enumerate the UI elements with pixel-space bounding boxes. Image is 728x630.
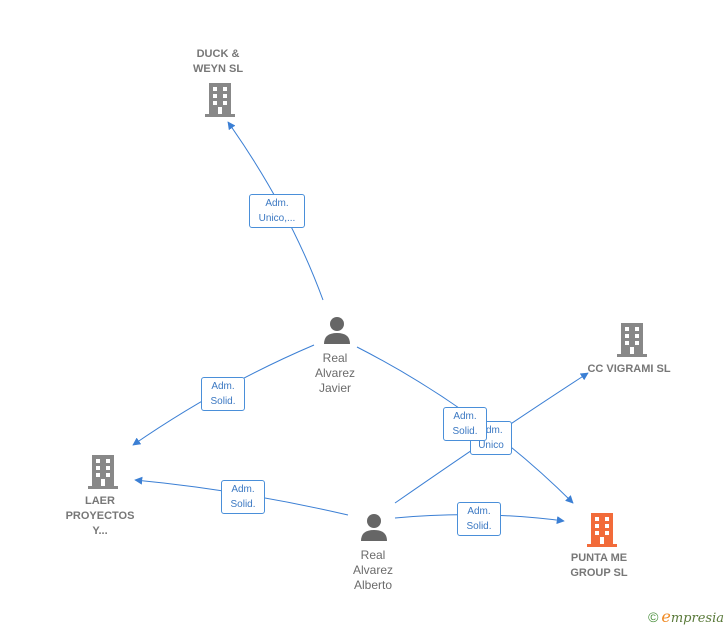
brand-name: mpresia	[670, 611, 724, 626]
brand-initial: e	[661, 607, 671, 626]
person-icon[interactable]	[323, 316, 351, 344]
building-icon[interactable]	[617, 323, 647, 357]
role-label[interactable]: Adm. Solid.	[201, 377, 245, 411]
brand-footer: ©empresia	[648, 607, 724, 626]
person-label-javier[interactable]: Real Alvarez Javier	[314, 351, 356, 395]
company-label-duck[interactable]: DUCK & WEYN SL	[192, 48, 244, 75]
role-label[interactable]: Adm. Solid.	[221, 480, 265, 514]
building-icon[interactable]	[205, 83, 235, 117]
person-label-alberto[interactable]: Real Alvarez Alberto	[352, 548, 394, 592]
role-label[interactable]: Adm. Solid.	[457, 502, 501, 536]
role-label[interactable]: Adm. Unico,...	[249, 194, 305, 228]
company-label-vigrami[interactable]: CC VIGRAMI SL	[587, 363, 671, 375]
role-label[interactable]: Adm. Solid.	[443, 407, 487, 441]
company-label-punta[interactable]: PUNTA ME GROUP SL	[570, 552, 628, 579]
copyright-symbol: ©	[648, 609, 659, 625]
building-icon[interactable]	[88, 455, 118, 489]
person-icon[interactable]	[360, 513, 388, 541]
company-label-laer[interactable]: LAER PROYECTOS Y...	[65, 495, 135, 537]
building-icon[interactable]	[587, 513, 617, 547]
